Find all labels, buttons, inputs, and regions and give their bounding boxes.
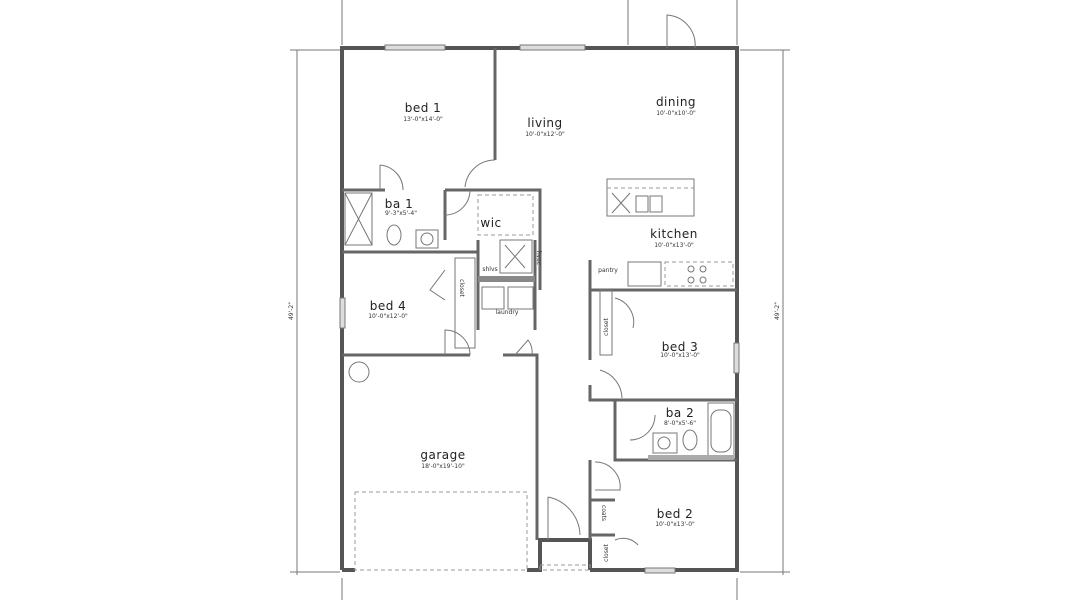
stove-icon [687, 265, 707, 284]
svg-text:9'-3"x5'-4": 9'-3"x5'-4" [385, 210, 417, 217]
svg-text:dining: dining [656, 95, 696, 109]
svg-text:10'-0"x12'-0": 10'-0"x12'-0" [525, 131, 565, 138]
svg-text:bed 3: bed 3 [662, 340, 699, 354]
room-bath-1: ba 1 9'-3"x5'-4" [385, 197, 417, 217]
label-closet-bed3: closet [603, 317, 610, 335]
svg-text:living: living [527, 116, 562, 130]
svg-text:bed 1: bed 1 [405, 101, 442, 115]
room-wic: wic [480, 216, 501, 230]
svg-text:garage: garage [420, 448, 465, 462]
label-closet-bed2: closet [603, 543, 610, 561]
label-hvac: hvac [535, 251, 542, 265]
room-bed-2: bed 2 10'-0"x13'-0" [655, 507, 695, 528]
label-closet-bed4: closet [458, 279, 465, 297]
room-bed-3: bed 3 10'-0"x13'-0" [660, 340, 700, 359]
svg-text:bed 4: bed 4 [370, 299, 407, 313]
svg-text:wic: wic [480, 216, 501, 230]
room-living: living 10'-0"x12'-0" [525, 116, 565, 138]
room-bath-2: ba 2 8'-0"x5'-6" [664, 406, 696, 427]
label-pantry: pantry [598, 267, 618, 274]
interior-walls [342, 48, 737, 546]
svg-text:ba 2: ba 2 [666, 406, 694, 420]
bathtub-icon [710, 409, 732, 453]
svg-text:bed 2: bed 2 [657, 507, 694, 521]
kitchen-island [606, 178, 695, 217]
water-heater-icon [348, 361, 370, 383]
svg-text:10'-0"x10'-0": 10'-0"x10'-0" [656, 110, 696, 117]
svg-text:10'-0"x13'-0": 10'-0"x13'-0" [655, 521, 695, 528]
svg-text:10'-0"x13'-0": 10'-0"x13'-0" [654, 242, 694, 249]
svg-text:kitchen: kitchen [650, 227, 698, 241]
exterior-walls [339, 14, 740, 574]
label-coats: coats [600, 505, 607, 521]
dimension-right: 49'-2" [774, 302, 781, 320]
label-laundry: laundry [496, 309, 519, 316]
sink-icon [415, 229, 439, 249]
room-dining: dining 10'-0"x10'-0" [656, 95, 696, 117]
label-shelves: shlvs [482, 266, 497, 273]
svg-text:10'-0"x12'-0": 10'-0"x12'-0" [368, 313, 408, 320]
room-bed-4: bed 4 10'-0"x12'-0" [368, 299, 408, 320]
svg-text:8'-0"x5'-6": 8'-0"x5'-6" [664, 420, 696, 427]
svg-text:13'-0"x14'-0": 13'-0"x14'-0" [403, 116, 443, 123]
svg-text:18'-0"x19'-10": 18'-0"x19'-10" [421, 463, 465, 470]
svg-text:10'-0"x13'-0": 10'-0"x13'-0" [660, 352, 700, 359]
svg-text:ba 1: ba 1 [385, 197, 413, 211]
dimension-left: 49'-2" [288, 302, 295, 320]
room-bed-1: bed 1 13'-0"x14'-0" [403, 101, 443, 123]
dimension-lines: 49'-2" 49'-2" [288, 0, 790, 600]
room-garage: garage 18'-0"x19'-10" [420, 448, 465, 470]
fixtures [344, 178, 735, 571]
toilet-icon [386, 224, 402, 246]
room-kitchen: kitchen 10'-0"x13'-0" [650, 227, 698, 249]
